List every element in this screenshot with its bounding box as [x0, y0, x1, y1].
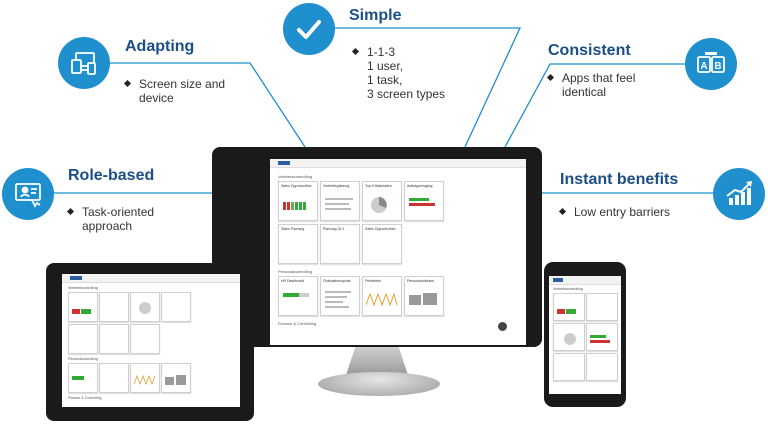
- phone-tile[interactable]: [586, 353, 618, 381]
- monitor-neck: [346, 347, 408, 375]
- rising-chart-icon: [713, 168, 765, 220]
- brand-logo: [553, 278, 563, 282]
- monitor-tile[interactable]: Fluktuationsquote: [320, 276, 360, 316]
- feature-bullet-simple: 1-1-3 1 user, 1 task, 3 screen types: [351, 45, 445, 101]
- monitor-tile[interactable]: Auftragseingang: [404, 181, 444, 221]
- tablet-tile[interactable]: [99, 363, 129, 393]
- checkmark-icon: [283, 3, 335, 55]
- phone-header-bar: [549, 276, 621, 285]
- feature-bullet-consistent: Apps that feel identical: [546, 71, 635, 99]
- devices-icon: [58, 37, 110, 89]
- phone-section-label: Vertriebscontrolling: [553, 287, 583, 291]
- monitor-tile[interactable]: Top 5 Materialien: [362, 181, 402, 221]
- phone-tile[interactable]: [553, 353, 585, 381]
- tablet-device: Vertriebscontrolling Personalcontrolling…: [46, 263, 254, 421]
- tablet-tile[interactable]: [99, 292, 129, 322]
- tablet-screen: Vertriebscontrolling Personalcontrolling…: [62, 274, 240, 407]
- tablet-header-bar: [62, 274, 240, 283]
- monitor-section-label: Personalcontrolling: [278, 269, 313, 274]
- monitor-tile[interactable]: Fehlzeiten: [362, 276, 402, 316]
- tablet-tile[interactable]: [130, 363, 160, 393]
- feature-title-adapting: Adapting: [125, 38, 195, 55]
- tablet-tile[interactable]: [68, 363, 98, 393]
- user-screen-icon: [2, 168, 54, 220]
- monitor-tile[interactable]: Personalaufwand: [404, 276, 444, 316]
- tablet-tile[interactable]: [130, 324, 160, 354]
- monitor-tile[interactable]: Sales Planning: [278, 224, 318, 264]
- tablet-tile[interactable]: [161, 363, 191, 393]
- monitor-section-label: Finance & Controlling: [278, 321, 317, 326]
- brand-logo: [70, 276, 82, 280]
- feature-bullet-adapting: Screen size and device: [123, 77, 225, 105]
- monitor-tile[interactable]: Sales Opportunities: [278, 181, 318, 221]
- feature-title-simple: Simple: [349, 7, 402, 24]
- feature-bullet-instant-benefits: Low entry barriers: [558, 205, 670, 219]
- edit-fab[interactable]: [498, 322, 507, 331]
- monitor-header-bar: [270, 159, 526, 168]
- phone-tile[interactable]: [553, 293, 585, 321]
- tablet-section-label: Finance & Controlling: [68, 396, 102, 400]
- tablet-tile[interactable]: [161, 292, 191, 322]
- monitor-screen: Vertriebscontrolling Sales Opportunities…: [270, 159, 526, 345]
- svg-text:B: B: [714, 61, 721, 72]
- feature-title-role-based: Role-based: [68, 167, 155, 184]
- tablet-tile[interactable]: [99, 324, 129, 354]
- phone-tile[interactable]: [586, 323, 618, 351]
- tablet-section-label: Personalcontrolling: [68, 357, 98, 361]
- monitor-tile[interactable]: HR Dashboard: [278, 276, 318, 316]
- phone-tile[interactable]: [586, 293, 618, 321]
- tablet-section-label: Vertriebscontrolling: [68, 286, 98, 290]
- ab-letters-icon: A B: [685, 38, 737, 90]
- tablet-tile[interactable]: [130, 292, 160, 322]
- brand-logo: [278, 161, 290, 165]
- monitor-tile[interactable]: Sales Opportunities: [362, 224, 402, 264]
- phone-screen: Vertriebscontrolling: [549, 276, 621, 394]
- feature-bullet-role-based: Task-oriented approach: [66, 205, 154, 233]
- svg-text:A: A: [700, 61, 707, 72]
- tablet-tile[interactable]: [68, 292, 98, 322]
- desktop-monitor: Vertriebscontrolling Sales Opportunities…: [212, 147, 542, 347]
- monitor-section-label: Vertriebscontrolling: [278, 174, 313, 179]
- monitor-tile[interactable]: Planning 32.1: [320, 224, 360, 264]
- feature-title-instant-benefits: Instant benefits: [560, 171, 679, 188]
- phone-tile[interactable]: [553, 323, 585, 351]
- tablet-tile[interactable]: [68, 324, 98, 354]
- monitor-stand: [318, 372, 440, 396]
- phone-device: Vertriebscontrolling: [544, 262, 626, 407]
- monitor-tile[interactable]: Vertriebsplanung: [320, 181, 360, 221]
- feature-title-consistent: Consistent: [548, 42, 631, 59]
